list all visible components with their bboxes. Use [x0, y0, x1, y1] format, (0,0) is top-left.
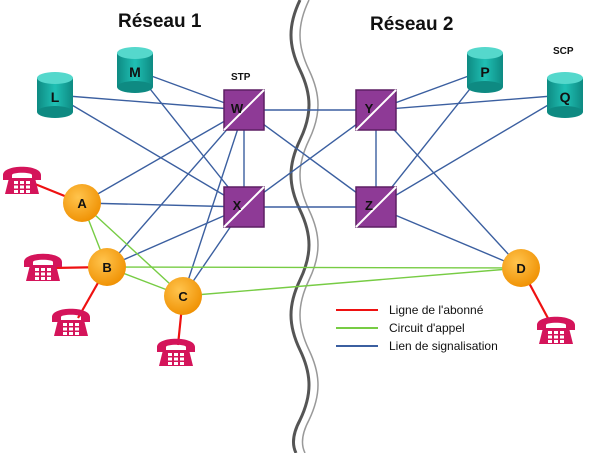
signaling-link-A-X	[81, 202, 245, 208]
switch-B-label: B	[102, 260, 111, 275]
stp-X-label: X	[233, 198, 242, 213]
signaling-link-Y-Q	[375, 94, 566, 111]
database-P-label: P	[480, 64, 489, 80]
switch-A-label: A	[77, 196, 87, 211]
stp-Z: Z	[355, 186, 397, 228]
stp-W: W	[223, 89, 265, 131]
telephone-icon	[3, 166, 41, 194]
database-Q: Q	[547, 72, 583, 118]
call-circuit-B-D	[106, 266, 522, 269]
signaling-link-X-Y	[243, 109, 377, 208]
signaling-link-L-X	[54, 94, 245, 208]
switch-C: C	[164, 277, 202, 315]
signaling-link-Z-Q	[375, 94, 566, 208]
signaling-link-L-W	[54, 94, 245, 111]
switch-D: D	[502, 249, 540, 287]
switch-A: A	[63, 184, 101, 222]
stp-Y: Y	[355, 89, 397, 131]
signaling-link-B-X	[106, 206, 245, 268]
database-M: M	[117, 47, 153, 93]
database-L: L	[37, 72, 73, 118]
stp-W-label: W	[231, 101, 244, 116]
signaling-link-A-W	[81, 109, 245, 204]
signaling-link-M-X	[134, 69, 245, 208]
database-L-label: L	[51, 89, 60, 105]
signaling-link-D-Y	[375, 109, 522, 269]
network-divider	[289, 0, 311, 453]
network2-title: Réseau 2	[370, 14, 453, 35]
legend-call-circuit: Circuit d'appel	[389, 321, 465, 335]
database-Q-label: Q	[560, 89, 571, 105]
legend: Ligne de l'abonné Circuit d'appel Lien d…	[336, 303, 498, 353]
switch-B: B	[88, 248, 126, 286]
signaling-link-B-W	[106, 109, 245, 268]
switch-D-label: D	[516, 261, 525, 276]
network1-title: Réseau 1	[118, 11, 202, 32]
stp-label: STP	[231, 72, 251, 83]
telephone-icon	[24, 253, 62, 281]
stp-Y-label: Y	[365, 101, 374, 116]
scp-label: SCP	[553, 46, 574, 57]
signaling-link-D-Z	[375, 206, 522, 269]
call-circuit-C-D	[182, 267, 522, 297]
database-P: P	[467, 47, 503, 93]
signaling-link-C-W	[182, 109, 245, 297]
stp-X: X	[223, 186, 265, 228]
legend-subscriber-line: Ligne de l'abonné	[389, 303, 484, 317]
telephone-icon	[157, 338, 195, 366]
call-circuit-A-C	[81, 202, 184, 297]
telephone-icon	[52, 308, 90, 336]
legend-signaling-link: Lien de signalisation	[389, 339, 498, 353]
database-M-label: M	[129, 64, 141, 80]
stp-Z-label: Z	[365, 198, 373, 213]
signaling-link-Z-P	[375, 69, 486, 208]
switch-C-label: C	[178, 289, 188, 304]
telephone-icon	[537, 316, 575, 344]
